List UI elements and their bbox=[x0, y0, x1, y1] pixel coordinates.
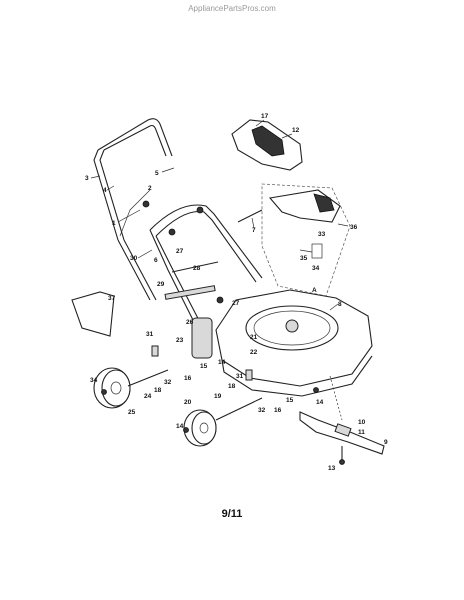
callout-15-right: 15 bbox=[286, 397, 294, 404]
knob-27b bbox=[216, 296, 224, 304]
callout-9: 9 bbox=[384, 439, 388, 446]
callout-5: 5 bbox=[155, 170, 159, 177]
detail-label: A bbox=[312, 287, 317, 294]
bracket-37 bbox=[71, 291, 115, 337]
detail-box: A bbox=[261, 183, 351, 297]
callout-12: 12 bbox=[292, 127, 300, 134]
rear-wheel-25 bbox=[93, 367, 131, 409]
callout-13: 13 bbox=[328, 465, 336, 472]
knob-27a bbox=[168, 228, 176, 236]
front-axle bbox=[215, 397, 263, 421]
callout-14-center: 14 bbox=[218, 359, 226, 366]
callout-34-detail: 34 bbox=[312, 265, 320, 272]
callout-2: 2 bbox=[148, 185, 152, 192]
callout-33: 33 bbox=[318, 231, 326, 238]
mower-deck bbox=[215, 289, 373, 397]
nut-34 bbox=[101, 389, 107, 395]
callout-22: 22 bbox=[250, 349, 258, 356]
callout-34-wheel: 34 bbox=[90, 377, 98, 384]
callout-27-upper: 27 bbox=[176, 248, 184, 255]
engine-cover-12 bbox=[231, 119, 303, 171]
callout-32-left: 32 bbox=[164, 379, 172, 386]
callout-32-right: 32 bbox=[258, 407, 266, 414]
callout-21: 21 bbox=[250, 334, 258, 341]
callout-18-right: 18 bbox=[228, 383, 236, 390]
spacer-31b bbox=[245, 369, 253, 381]
control-cable bbox=[119, 189, 151, 237]
callout-17: 17 bbox=[261, 113, 269, 120]
callout-11: 11 bbox=[358, 429, 365, 436]
bolt-head-13 bbox=[339, 459, 345, 465]
adapter-10 bbox=[334, 423, 352, 437]
callout-26: 26 bbox=[186, 319, 194, 326]
callout-7: 7 bbox=[252, 227, 256, 234]
nut-2 bbox=[142, 200, 150, 208]
callout-37: 37 bbox=[108, 295, 116, 302]
callout-25: 25 bbox=[128, 409, 136, 416]
front-wheel-20 bbox=[183, 409, 217, 447]
nut-14 bbox=[183, 427, 189, 433]
callout-1: 1 bbox=[112, 220, 116, 227]
callout-18-left: 18 bbox=[154, 387, 162, 394]
upper-handle bbox=[93, 118, 173, 301]
callout-8: 8 bbox=[338, 301, 342, 308]
callout-15-left: 15 bbox=[200, 363, 208, 370]
callout-19: 19 bbox=[214, 393, 222, 400]
callout-31-left: 31 bbox=[146, 331, 154, 338]
callout-20: 20 bbox=[184, 399, 192, 406]
rod-7 bbox=[237, 209, 263, 223]
callout-14-front: 14 bbox=[176, 423, 184, 430]
callout-30: 30 bbox=[130, 255, 138, 262]
callout-4: 4 bbox=[103, 187, 107, 194]
nut-upper bbox=[196, 206, 204, 214]
callout-16-left: 16 bbox=[184, 375, 192, 382]
callout-29: 29 bbox=[157, 281, 165, 288]
bar-29 bbox=[164, 285, 216, 300]
callout-16-right: 16 bbox=[274, 407, 282, 414]
watermark: AppliancePartsPros.com bbox=[188, 4, 276, 13]
callout-28: 28 bbox=[193, 265, 201, 272]
callout-35: 35 bbox=[300, 255, 308, 262]
callout-31-right: 31 bbox=[236, 373, 244, 380]
callout-3: 3 bbox=[85, 175, 89, 182]
callout-23: 23 bbox=[176, 337, 184, 344]
nut-14b bbox=[313, 387, 319, 393]
callout-numbers: 17 12 3 4 5 2 1 7 36 27 30 6 33 35 34 28… bbox=[85, 113, 388, 472]
leader-lines bbox=[90, 119, 349, 311]
callout-27-lower: 27 bbox=[232, 300, 240, 307]
height-adjuster-26 bbox=[191, 317, 213, 359]
leader-blade bbox=[329, 375, 343, 421]
page-code: 9/11 bbox=[221, 508, 243, 520]
callout-36: 36 bbox=[350, 224, 358, 231]
rear-axle bbox=[127, 369, 169, 387]
callout-10: 10 bbox=[358, 419, 366, 426]
callout-6: 6 bbox=[154, 257, 158, 264]
callout-24: 24 bbox=[144, 393, 152, 400]
callout-14-right: 14 bbox=[316, 399, 324, 406]
bolt-28 bbox=[171, 261, 219, 273]
spacer-31 bbox=[151, 345, 159, 357]
